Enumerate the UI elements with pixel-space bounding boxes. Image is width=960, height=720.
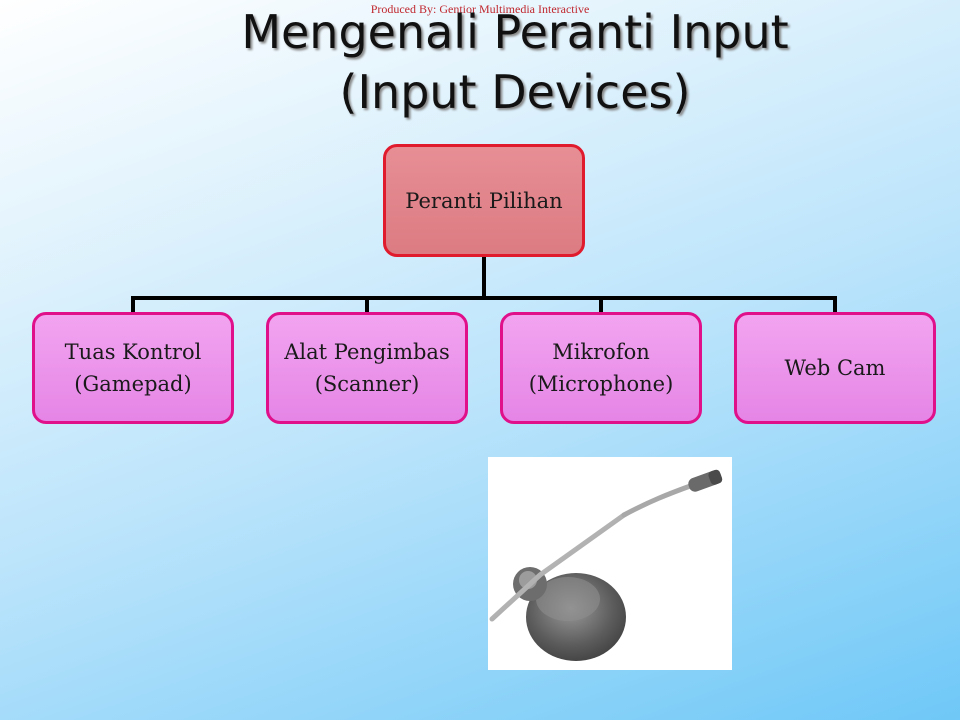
root-node: Peranti Pilihan bbox=[383, 144, 585, 257]
child-node-webcam: Web Cam bbox=[734, 312, 936, 424]
child-node-microphone: Mikrofon (Microphone) bbox=[500, 312, 702, 424]
child-node-label: Tuas Kontrol bbox=[64, 340, 202, 364]
child-node-scanner: Alat Pengimbas (Scanner) bbox=[266, 312, 468, 424]
root-node-label: Peranti Pilihan bbox=[405, 188, 563, 213]
microphone-photo bbox=[488, 457, 732, 670]
child-node-gamepad: Tuas Kontrol (Gamepad) bbox=[32, 312, 234, 424]
title-line-2: (Input Devices) bbox=[339, 65, 691, 119]
slide-title: Mengenali Peranti Input (Input Devices) bbox=[150, 2, 880, 122]
producer-credit: Produced By: Gentior Multimedia Interact… bbox=[370, 2, 590, 16]
child-node-label: Alat Pengimbas bbox=[284, 340, 450, 364]
child-node-label: Web Cam bbox=[784, 356, 886, 380]
child-node-sublabel: (Gamepad) bbox=[74, 372, 192, 396]
child-node-sublabel: (Microphone) bbox=[528, 372, 674, 396]
microphone-icon bbox=[489, 469, 723, 661]
child-node-label: Mikrofon bbox=[552, 340, 650, 364]
child-node-sublabel: (Scanner) bbox=[314, 372, 420, 396]
title-line-1: Mengenali Peranti Input bbox=[241, 5, 789, 59]
